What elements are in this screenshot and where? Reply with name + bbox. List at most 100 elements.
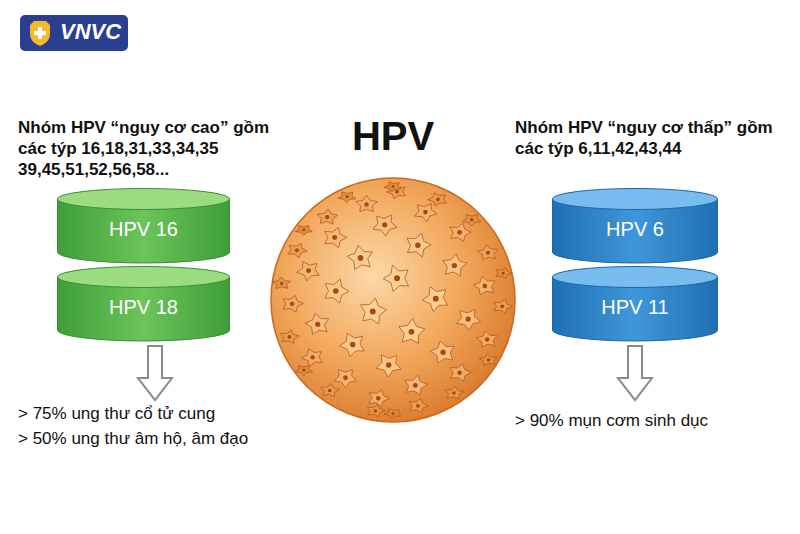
capsomere <box>295 366 313 376</box>
capsomere <box>361 298 387 324</box>
capsomere <box>473 276 495 295</box>
capsomere <box>479 354 497 366</box>
capsomere <box>295 226 312 236</box>
capsomere-pore <box>415 242 421 248</box>
capsomere <box>369 390 390 407</box>
statistic-note: > 50% ung thư âm hộ, âm đạo <box>18 428 248 449</box>
capsomere <box>340 333 365 357</box>
capsomere <box>356 195 378 211</box>
cylinder-box: HPV 18 <box>57 266 230 342</box>
capsomere-pore <box>370 309 376 315</box>
capsomere-pore <box>485 337 489 341</box>
capsomere-pore <box>345 195 348 198</box>
capsomere-pore <box>440 350 445 355</box>
down-arrow <box>618 346 652 400</box>
statistic-note: > 75% ung thư cổ tử cung <box>18 403 215 424</box>
capsomere-pore <box>358 255 364 261</box>
capsomere-pore <box>392 412 395 415</box>
capsomere-pore <box>343 375 348 380</box>
capsomere <box>305 313 328 334</box>
capsomere-pore <box>500 304 504 308</box>
capsomere-pore <box>470 218 473 221</box>
cylinder-top <box>58 189 230 210</box>
capsomere <box>280 330 299 343</box>
capsomere-pore <box>287 335 291 339</box>
cylinder-top <box>553 267 718 288</box>
capsomere-pore <box>433 296 439 302</box>
capsomere-pore <box>315 322 320 327</box>
logo-shield <box>30 21 50 46</box>
capsomere-pore <box>332 235 337 240</box>
capsomere <box>457 309 481 330</box>
cylinder-box: HPV 11 <box>552 266 718 342</box>
virus-illustration <box>271 178 515 422</box>
capsomere-pore <box>413 383 418 388</box>
capsomere-pore <box>416 404 420 408</box>
capsomere-pore <box>423 210 428 215</box>
capsomere <box>443 254 467 276</box>
capsomere <box>415 204 437 222</box>
capsomere <box>325 227 347 247</box>
capsomere-pore <box>502 272 505 275</box>
capsomere <box>496 268 513 279</box>
capsomere <box>399 319 425 344</box>
cylinder-box: HPV 16 <box>57 188 230 264</box>
capsomere <box>317 209 338 224</box>
capsomere <box>405 375 428 395</box>
capsomere <box>384 409 401 419</box>
capsomere-pore <box>328 389 332 393</box>
capsomere <box>428 193 447 206</box>
capsomere <box>338 192 356 203</box>
capsomere <box>409 399 428 413</box>
capsomere-pore <box>452 263 457 268</box>
capsomere <box>301 349 322 366</box>
cylinder-top <box>553 189 718 210</box>
capsomere <box>450 223 471 241</box>
group-heading: Nhóm HPV “nguy cơ cao” gồm các týp 16,18… <box>18 117 298 180</box>
capsomere-pore <box>350 342 356 348</box>
capsomere <box>373 215 397 236</box>
capsomere <box>325 279 349 303</box>
capsomere-pore <box>290 302 294 306</box>
capsomere-pore <box>395 190 399 194</box>
capsomere-pore <box>466 317 471 322</box>
capsomere-pore <box>295 248 299 252</box>
logo-cross <box>34 27 46 39</box>
capsomere-pore <box>386 362 391 367</box>
cylinder-label: HPV 18 <box>57 296 230 319</box>
capsomere-pore <box>376 396 380 400</box>
statistic-note: > 90% mụn cơm sinh dục <box>515 410 708 431</box>
capsomere-pore <box>333 288 339 294</box>
capsomere <box>376 355 401 377</box>
capsomere-pore <box>392 185 395 188</box>
capsomere-pore <box>374 409 377 412</box>
capsomere-pore <box>310 355 314 359</box>
capsomere <box>288 243 308 257</box>
cylinder-label: HPV 6 <box>552 218 718 241</box>
logo-badge <box>20 15 128 51</box>
capsomere <box>407 233 431 257</box>
capsomere-pore <box>325 215 329 219</box>
capsomere <box>422 287 448 312</box>
capsomere <box>430 341 454 363</box>
capsomere-pore <box>452 391 456 395</box>
capsomere-pore <box>306 268 311 273</box>
logo-text: VNVC <box>60 21 121 42</box>
cylinder-box: HPV 6 <box>552 188 718 264</box>
capsomere-pore <box>382 222 387 227</box>
capsomere-pore <box>482 284 487 289</box>
group-heading: Nhóm HPV “nguy cơ thấp” gồm các týp 6,11… <box>515 117 790 159</box>
capsomere-pore <box>364 202 368 206</box>
capsomere-pore <box>394 275 400 281</box>
capsomere-pore <box>302 228 305 231</box>
cylinder-top <box>58 267 230 288</box>
capsomere <box>283 295 304 312</box>
capsomere <box>450 364 471 381</box>
capsomere <box>494 299 513 313</box>
capsomere-pore <box>280 282 283 285</box>
cylinder-label: HPV 16 <box>57 218 230 241</box>
capsomere-pore <box>487 358 490 361</box>
capsomere <box>321 384 340 397</box>
cylinder-label: HPV 11 <box>552 296 718 319</box>
capsomere <box>347 245 372 269</box>
